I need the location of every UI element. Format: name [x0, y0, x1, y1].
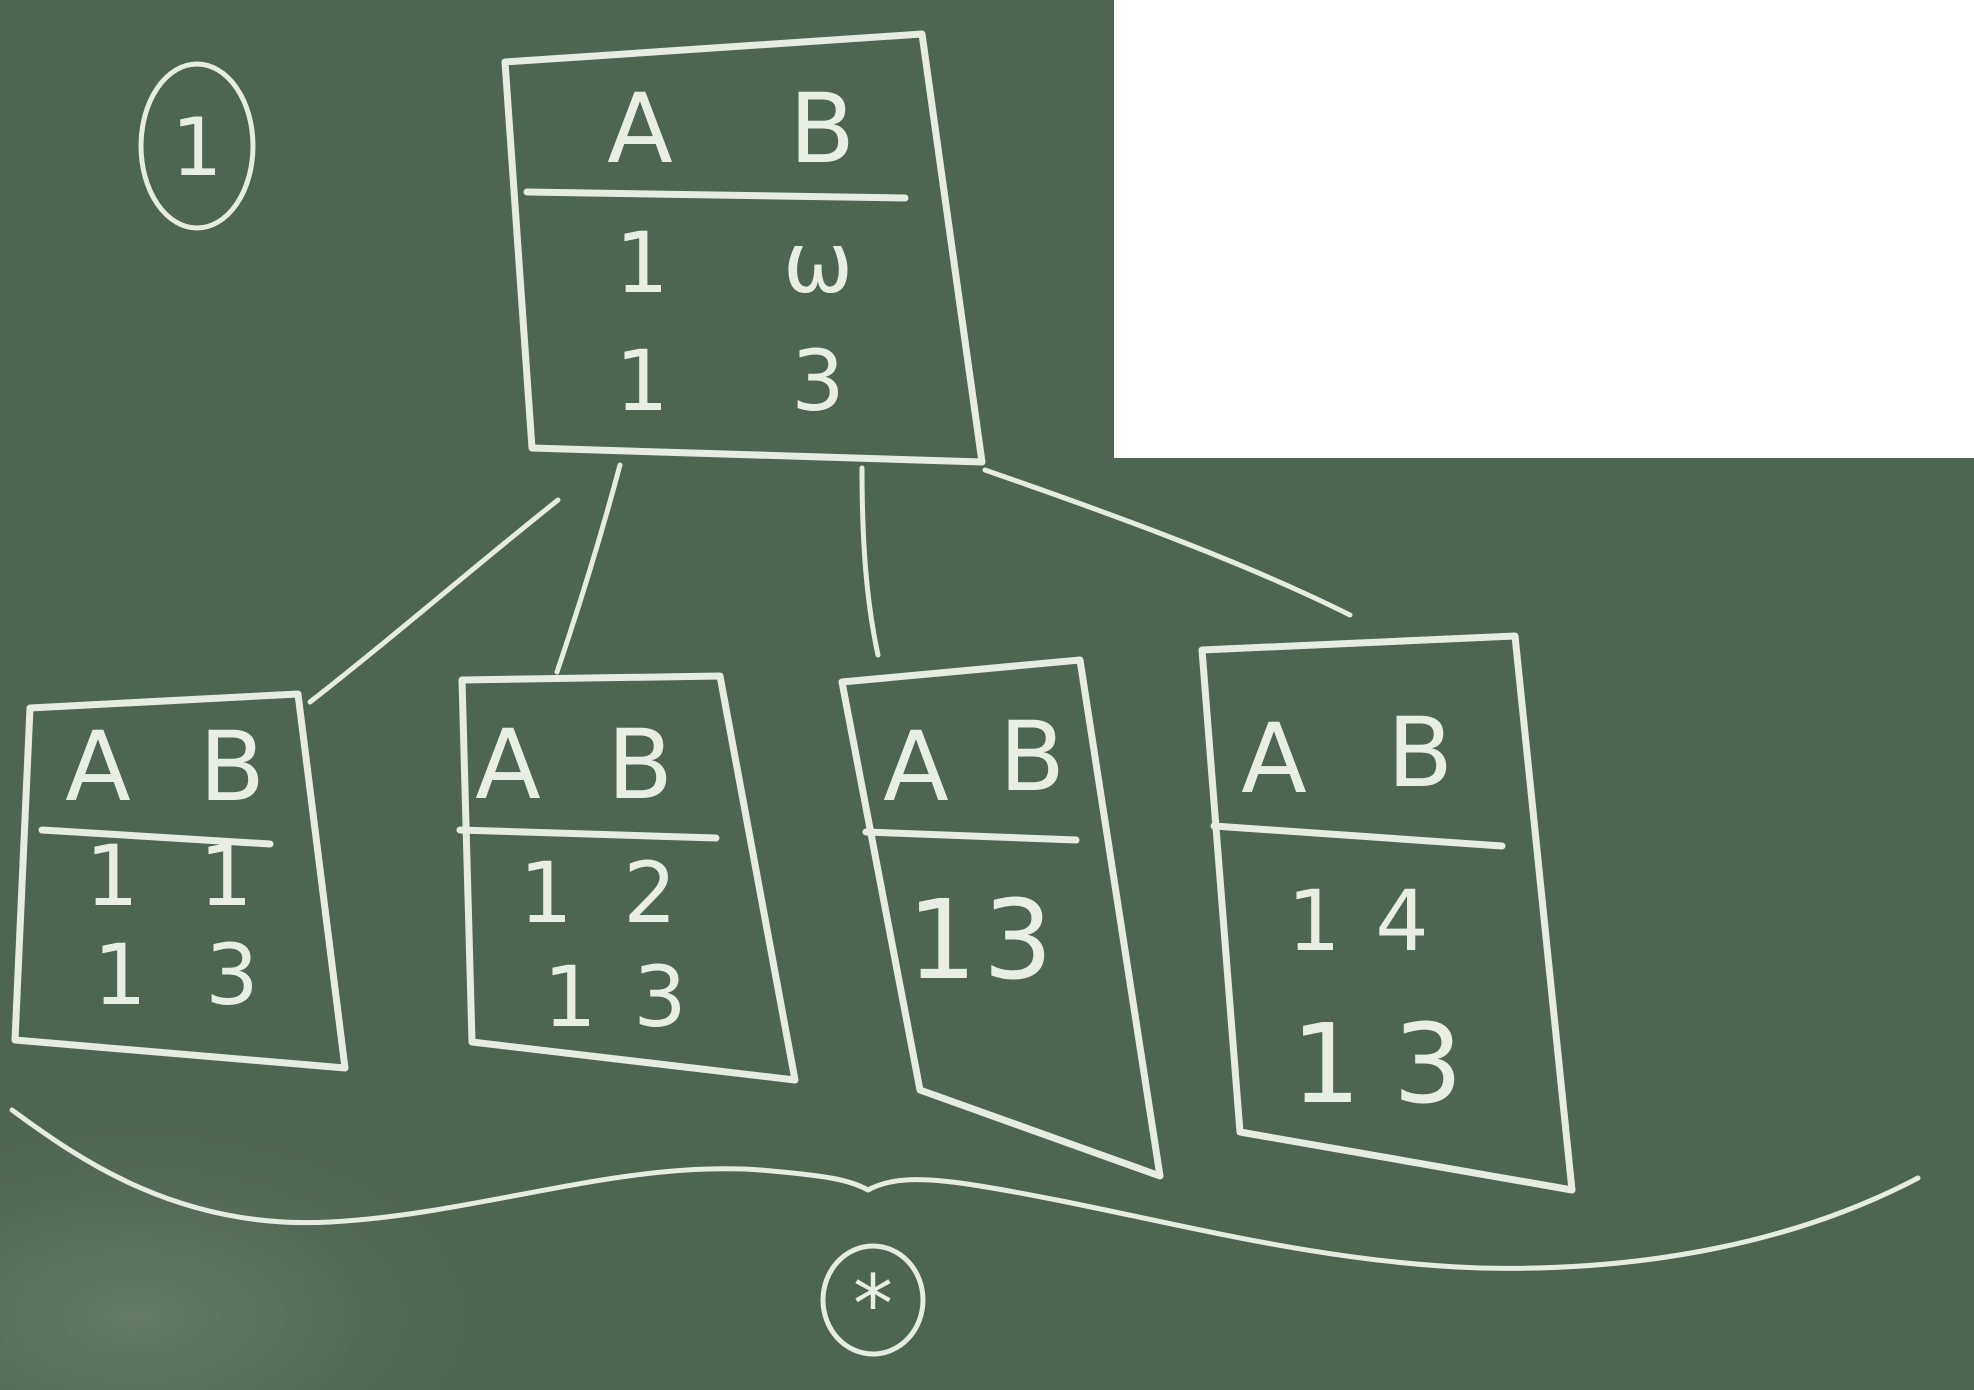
child2-header-a: A — [475, 709, 541, 821]
chalk-smudge — [0, 900, 900, 1390]
child3-cell-r1-a: 1 — [907, 876, 977, 1004]
child4-cell-r2-b: 3 — [1393, 1000, 1463, 1128]
label-1-text: 1 — [172, 101, 223, 194]
child2-cell-r2-b: 3 — [633, 948, 686, 1046]
label-circle-star: * — [820, 1243, 926, 1357]
child1-cell-r1-b: 1 — [199, 827, 252, 925]
root-header-b: B — [789, 73, 855, 185]
root-cell-r1-a: 1 — [615, 214, 668, 312]
child2-cell-r1-a: 1 — [519, 844, 572, 942]
child-table-2: A B 1 2 1 3 — [456, 672, 799, 1084]
label-circle-1: 1 — [138, 61, 256, 231]
child4-cell-r1-a: 1 — [1287, 872, 1340, 970]
root-cell-r1-b: ω — [783, 214, 853, 312]
root-table: A B 1 ω 1 3 — [501, 30, 986, 466]
root-cell-r2-a: 1 — [615, 332, 668, 430]
child3-header-a: A — [883, 711, 949, 823]
child2-cell-r2-a: 1 — [543, 948, 596, 1046]
child-table-4: A B 1 4 1 3 — [1198, 632, 1576, 1194]
connectors — [307, 462, 1353, 705]
child4-header-a: A — [1241, 703, 1307, 815]
grouping-brace — [9, 1107, 1921, 1271]
root-cell-r2-b: 3 — [791, 332, 844, 430]
child2-header-b: B — [607, 709, 673, 821]
child2-cell-r1-b: 2 — [623, 844, 676, 942]
child4-cell-r1-b: 4 — [1375, 872, 1428, 970]
child1-cell-r2-b: 3 — [205, 926, 258, 1024]
label-star-text: * — [853, 1258, 893, 1351]
child4-cell-r2-a: 1 — [1291, 1000, 1361, 1128]
child1-header-b: B — [199, 711, 265, 823]
child1-cell-r1-a: 1 — [85, 827, 138, 925]
child-table-3: A B 1 3 — [838, 656, 1164, 1180]
child4-header-b: B — [1387, 697, 1453, 809]
child1-header-a: A — [65, 711, 131, 823]
child-table-1: A B 1 1 1 3 — [11, 690, 349, 1072]
child1-cell-r2-a: 1 — [93, 926, 146, 1024]
child3-cell-r1-b: 3 — [983, 876, 1053, 1004]
root-header-a: A — [607, 73, 673, 185]
child3-header-b: B — [999, 701, 1065, 813]
